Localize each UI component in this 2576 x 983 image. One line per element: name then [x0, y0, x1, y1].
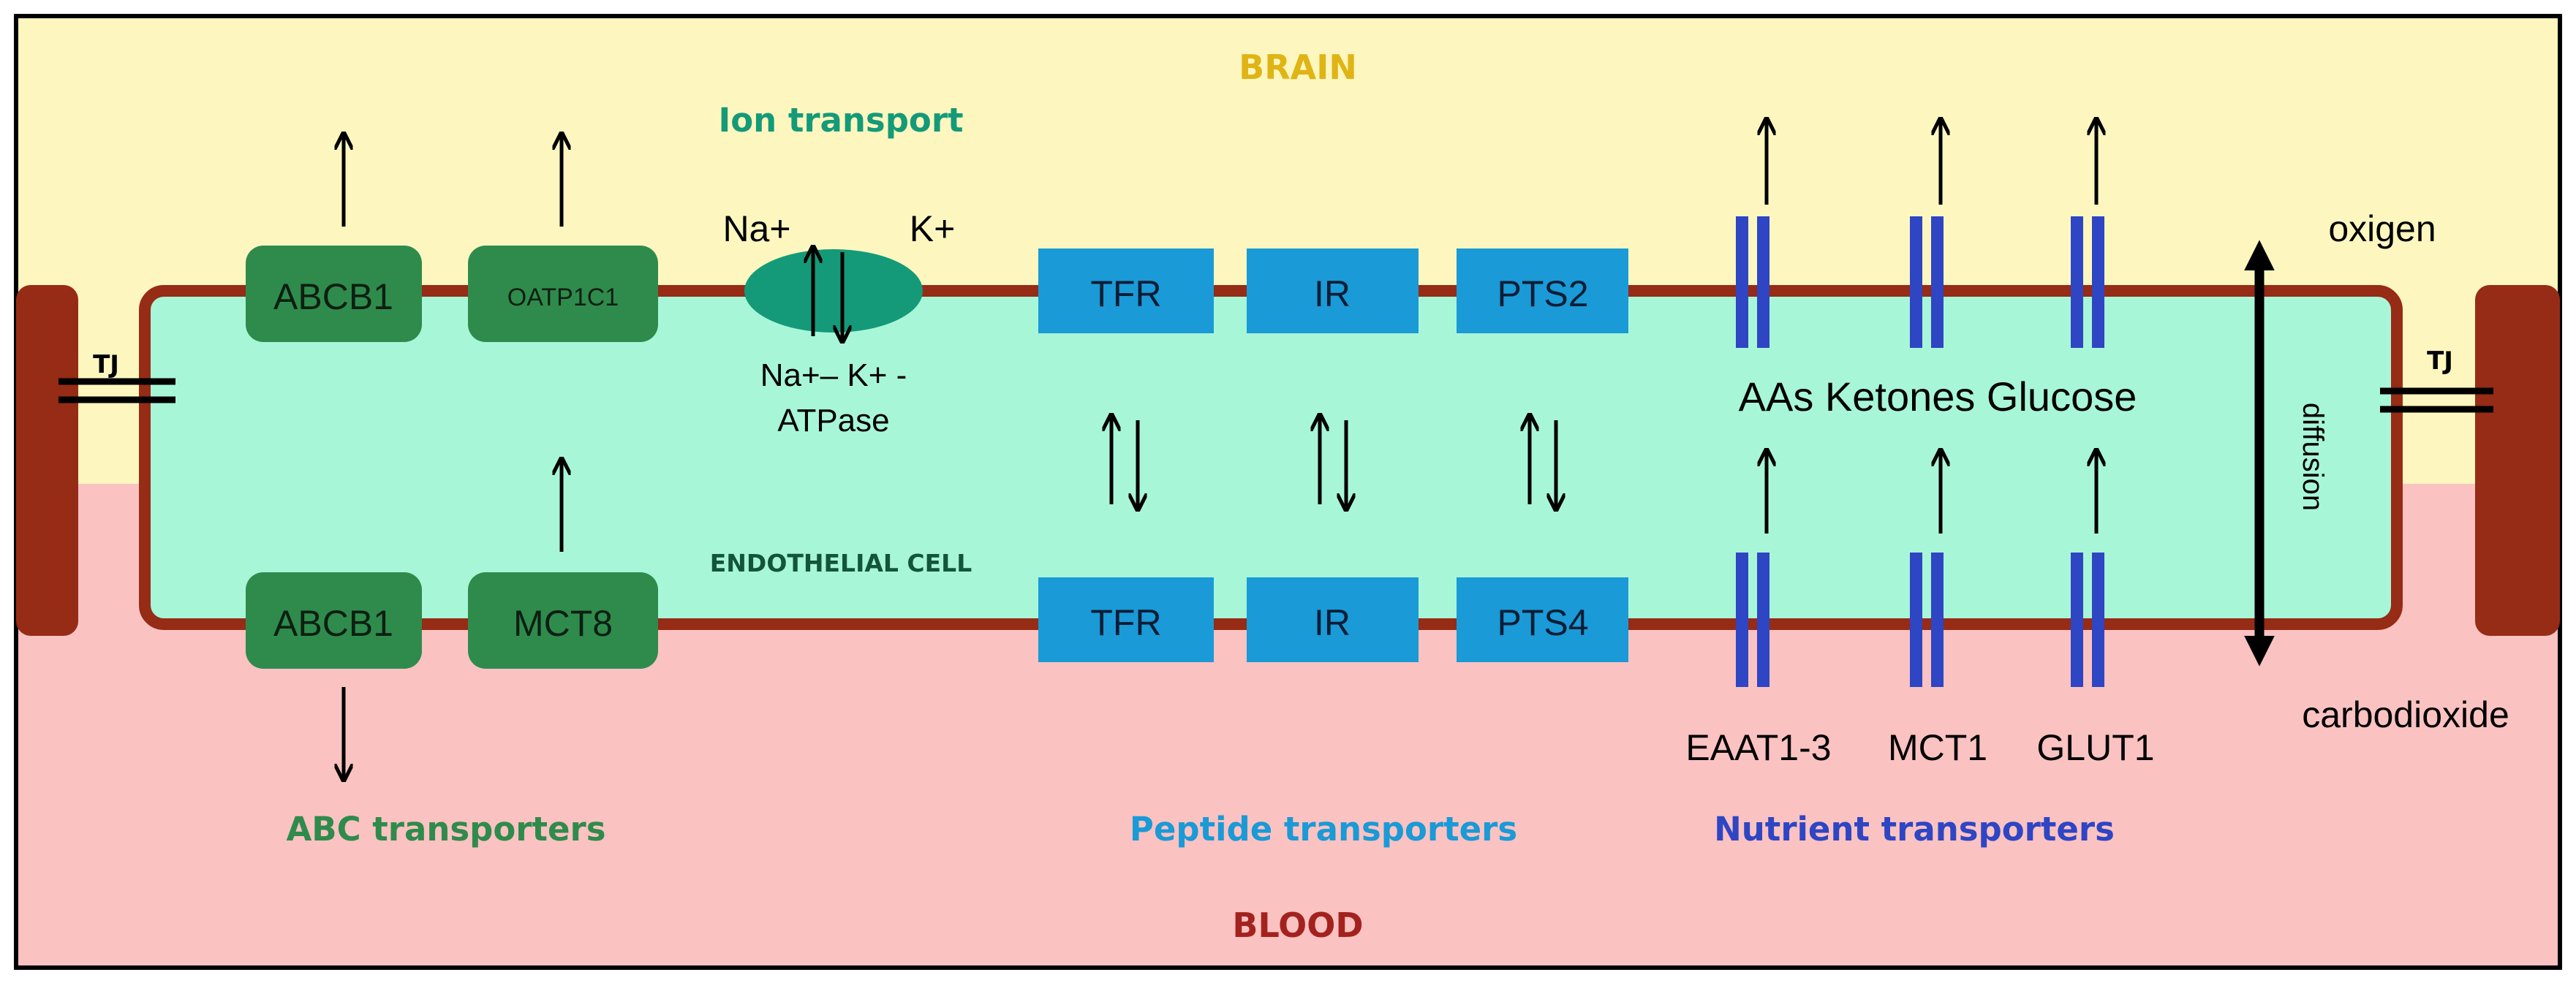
na-k-atpase — [744, 249, 923, 333]
glut1-channel-top — [2071, 216, 2104, 348]
ion-transport-label: Ion transport — [718, 101, 963, 140]
oxygen-label: oxigen — [2328, 208, 2436, 249]
glut1-label: GLUT1 — [2036, 727, 2154, 768]
atpase-name-line1: Na+– K+ - — [760, 357, 907, 393]
pts2-label: PTS2 — [1497, 273, 1588, 314]
mct1-channel-top — [1910, 216, 1944, 348]
abc-transporters-label: ABC transporters — [286, 810, 605, 849]
tj-left-label: TJ — [93, 350, 119, 379]
diffusion-label: diffusion — [2297, 403, 2329, 511]
pts4-label: PTS4 — [1497, 602, 1588, 643]
tfr-bottom-label: TFR — [1090, 602, 1161, 643]
eaat-label: EAAT1-3 — [1685, 727, 1831, 768]
oatp1c1-label: OATP1C1 — [507, 284, 619, 311]
glut1-channel-bottom — [2071, 553, 2104, 687]
brain-label: BRAIN — [1239, 48, 1357, 87]
pts-transcytosis-arrows — [1530, 417, 1556, 508]
tight-junction-left — [58, 378, 175, 403]
mct8-bottom: MCT8 — [468, 572, 658, 669]
carbon-dioxide-label: carbodioxide — [2302, 694, 2509, 735]
ir-top: IR — [1247, 248, 1419, 333]
ir-bottom-label: IR — [1314, 602, 1351, 643]
pts2-top: PTS2 — [1457, 248, 1628, 333]
ir-bottom: IR — [1247, 577, 1419, 662]
tfr-bottom: TFR — [1038, 577, 1214, 662]
oatp1c1-top: OATP1C1 — [468, 246, 658, 342]
mct1-label: MCT1 — [1888, 727, 1987, 768]
tj-right-label: TJ — [2427, 346, 2453, 376]
ir-transcytosis-arrows — [1320, 417, 1346, 508]
endothelial-cell-label: ENDOTHELIAL CELL — [710, 549, 972, 577]
eaat-channel-top — [1736, 216, 1769, 348]
mct8-label: MCT8 — [513, 603, 613, 644]
mct1-channel-bottom — [1910, 553, 1944, 687]
abcb1-top-label: ABCB1 — [273, 276, 393, 317]
eaat-channel-bottom — [1736, 553, 1769, 687]
k-label: K+ — [910, 208, 956, 249]
pts4-bottom: PTS4 — [1457, 577, 1628, 662]
atpase-name-line2: ATPase — [777, 403, 889, 439]
ir-top-label: IR — [1314, 273, 1351, 314]
tight-junction-right — [2380, 387, 2493, 413]
tfr-transcytosis-arrows — [1111, 417, 1138, 508]
tfr-top-label: TFR — [1090, 273, 1161, 314]
blood-label: BLOOD — [1232, 906, 1363, 945]
abcb1-bottom: ABCB1 — [246, 572, 422, 669]
right-neighbor-cell — [2475, 285, 2560, 636]
nutrient-substrates-label: AAs Ketones Glucose — [1739, 373, 2137, 420]
peptide-transporters-label: Peptide transporters — [1130, 810, 1517, 849]
abcb1-top: ABCB1 — [246, 246, 422, 342]
nutrient-transporters-label: Nutrient transporters — [1714, 810, 2115, 849]
tfr-top: TFR — [1038, 248, 1214, 333]
abcb1-bottom-label: ABCB1 — [273, 603, 393, 644]
left-neighbor-cell — [16, 285, 78, 636]
na-label: Na+ — [722, 208, 790, 249]
